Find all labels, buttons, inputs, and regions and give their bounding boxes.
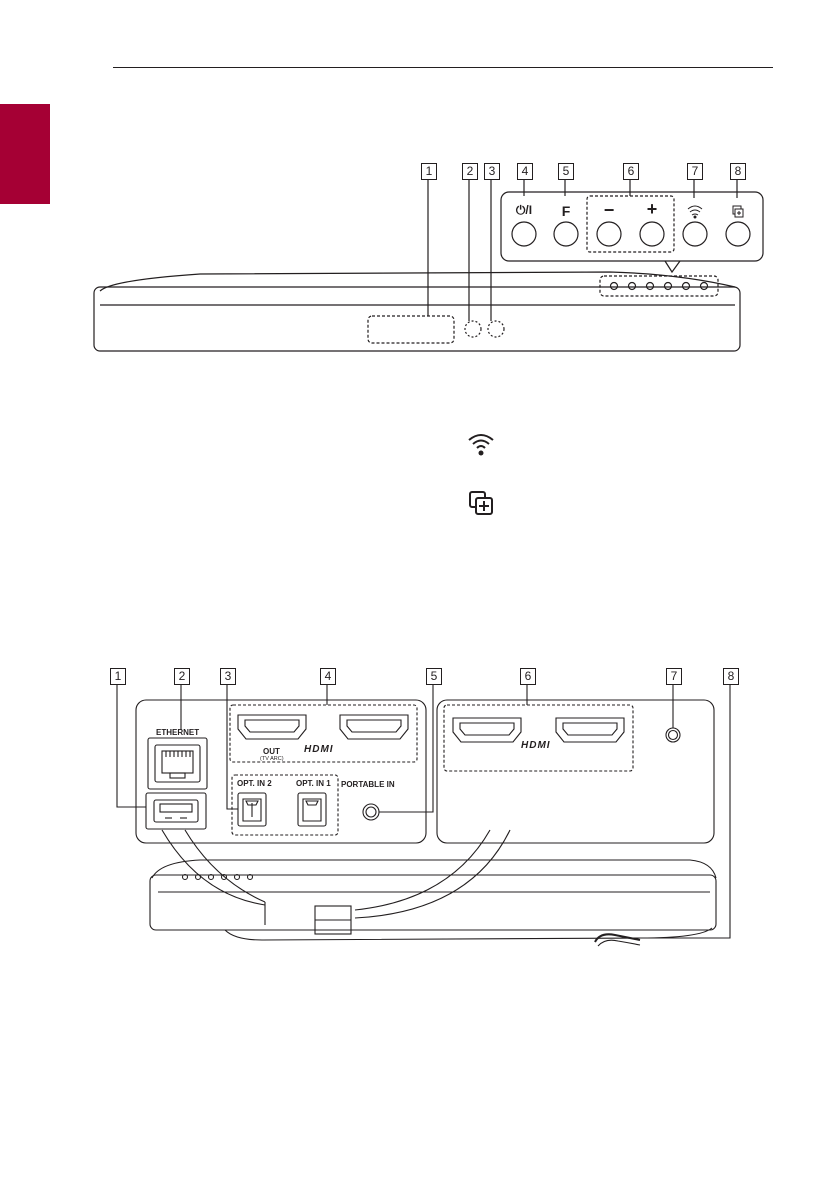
callout-1: 1 xyxy=(421,163,437,180)
wifi-button xyxy=(682,221,708,247)
rear-callout-3: 3 xyxy=(220,668,236,685)
soundbar-rear-body xyxy=(149,874,717,931)
top-buttons-area xyxy=(599,275,719,297)
power-cord xyxy=(594,933,641,943)
sensor-2 xyxy=(464,320,482,338)
volume-down-button xyxy=(596,221,622,247)
rear-callout-7: 7 xyxy=(666,668,682,685)
function-button xyxy=(553,221,579,247)
hdmi-in-port-2 xyxy=(555,717,625,743)
soundbar-rear-top xyxy=(151,859,717,879)
rear-callout-6: 6 xyxy=(520,668,536,685)
hdmi-in-port-1 xyxy=(452,717,522,743)
hdmi-out-label: OUT xyxy=(263,747,280,756)
function-label: F xyxy=(561,203,571,219)
rear-callout-5: 5 xyxy=(426,668,442,685)
usb-port xyxy=(153,799,199,823)
section-tab xyxy=(0,104,50,204)
portable-in-label: PORTABLE IN xyxy=(341,780,395,789)
wifi-icon xyxy=(687,205,703,219)
ethernet-port xyxy=(154,744,201,783)
left-terminal-panel xyxy=(135,699,427,844)
front-panel-drawing xyxy=(93,178,764,352)
callout-2: 2 xyxy=(462,163,478,180)
rear-callout-1: 1 xyxy=(110,668,126,685)
tv-arc-label: (TV ARC) xyxy=(260,756,284,762)
rear-callout-8: 8 xyxy=(723,668,739,685)
volume-up-button xyxy=(639,221,665,247)
callout-3: 3 xyxy=(484,163,500,180)
sensor-3 xyxy=(487,320,505,338)
button-detail-box xyxy=(500,191,764,262)
ethernet-port-outer xyxy=(147,737,208,790)
add-speaker-icon xyxy=(732,205,744,218)
callout-4: 4 xyxy=(517,163,533,180)
right-terminal-panel xyxy=(436,699,715,844)
add-speaker-icon xyxy=(469,491,493,515)
display-window xyxy=(367,315,455,344)
callout-8: 8 xyxy=(730,163,746,180)
portable-in-jack xyxy=(362,803,380,821)
hdmi-out-port xyxy=(237,714,307,740)
power-button xyxy=(511,221,537,247)
power-label: ⏻/I xyxy=(515,203,533,217)
opt-in-1-label: OPT. IN 1 xyxy=(296,779,331,788)
opt-in-2-label: OPT. IN 2 xyxy=(237,779,272,788)
volume-down-label: − xyxy=(603,200,615,220)
soundbar-top-surface xyxy=(99,271,736,292)
callout-6: 6 xyxy=(623,163,639,180)
hdmi-in-port-left-top xyxy=(339,714,409,740)
add-speaker-button xyxy=(725,221,751,247)
callout-5: 5 xyxy=(558,163,574,180)
header-rule xyxy=(113,67,773,68)
usb-port-outer xyxy=(145,792,207,830)
optical-in-1-port xyxy=(297,792,327,827)
soundbar-front xyxy=(93,286,741,352)
ethernet-label: ETHERNET xyxy=(156,728,200,737)
hdmi-logo-left: HDMI xyxy=(304,744,334,755)
rear-callout-2: 2 xyxy=(174,668,190,685)
callout-7: 7 xyxy=(687,163,703,180)
wifi-icon xyxy=(468,434,494,456)
volume-up-label: + xyxy=(646,199,658,219)
hdmi-logo-right: HDMI xyxy=(521,740,551,751)
rear-callout-4: 4 xyxy=(320,668,336,685)
